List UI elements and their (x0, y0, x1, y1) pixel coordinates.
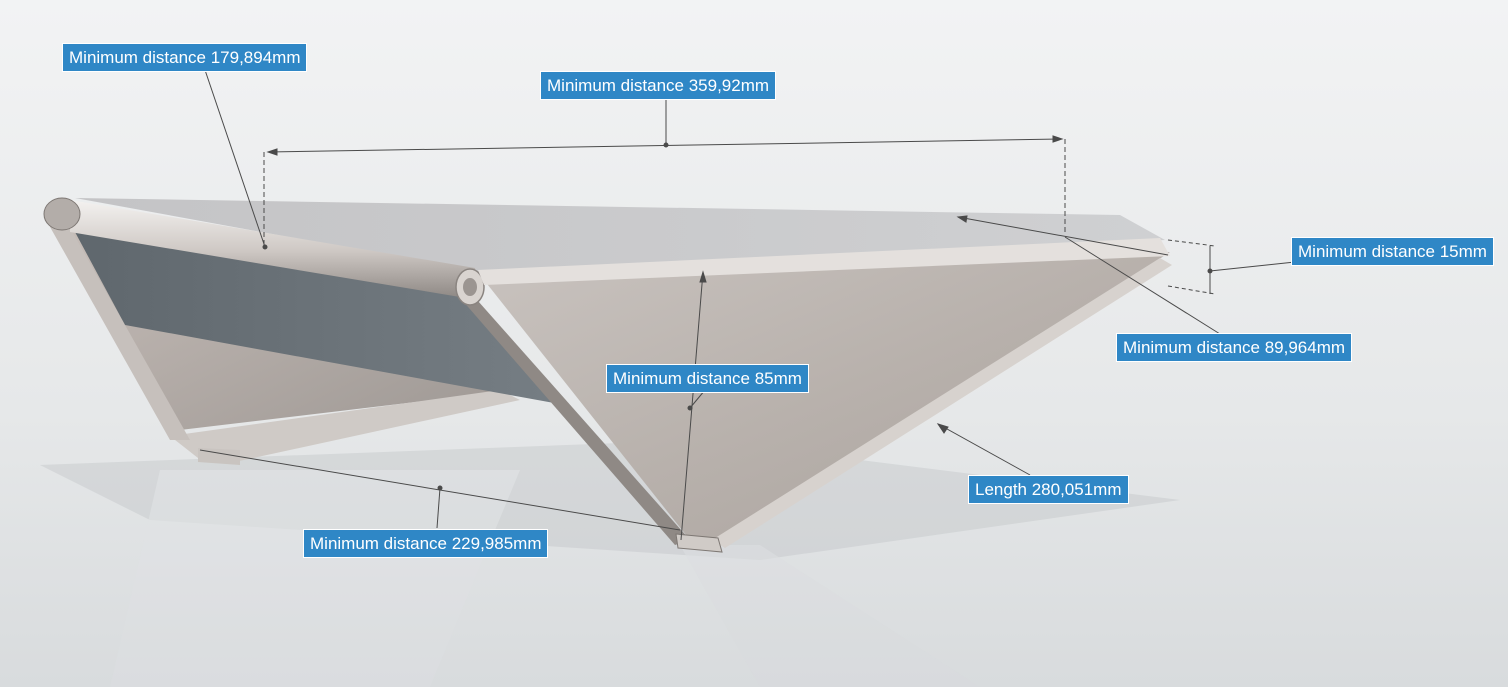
left-edge (45, 210, 190, 440)
callout-min-distance-89[interactable]: Minimum distance 89,964mm (1116, 333, 1353, 362)
front-face (480, 252, 1170, 545)
right-foot (675, 533, 723, 553)
callout-min-distance-359[interactable]: Minimum distance 359,92mm (540, 71, 777, 100)
callout-length-280[interactable]: Length 280,051mm (968, 475, 1129, 504)
right-tube (478, 238, 1170, 285)
callout-min-distance-85[interactable]: Minimum distance 85mm (606, 364, 809, 393)
dark-plate (75, 232, 565, 405)
top-face (75, 198, 1165, 272)
callout-min-distance-179[interactable]: Minimum distance 179,894mm (62, 43, 308, 72)
base-strip (170, 390, 520, 463)
callout-min-distance-229[interactable]: Minimum distance 229,985mm (303, 529, 549, 558)
callout-min-distance-15[interactable]: Minimum distance 15mm (1291, 237, 1494, 266)
left-tube (70, 200, 478, 300)
dimension-lines (199, 69, 1296, 541)
